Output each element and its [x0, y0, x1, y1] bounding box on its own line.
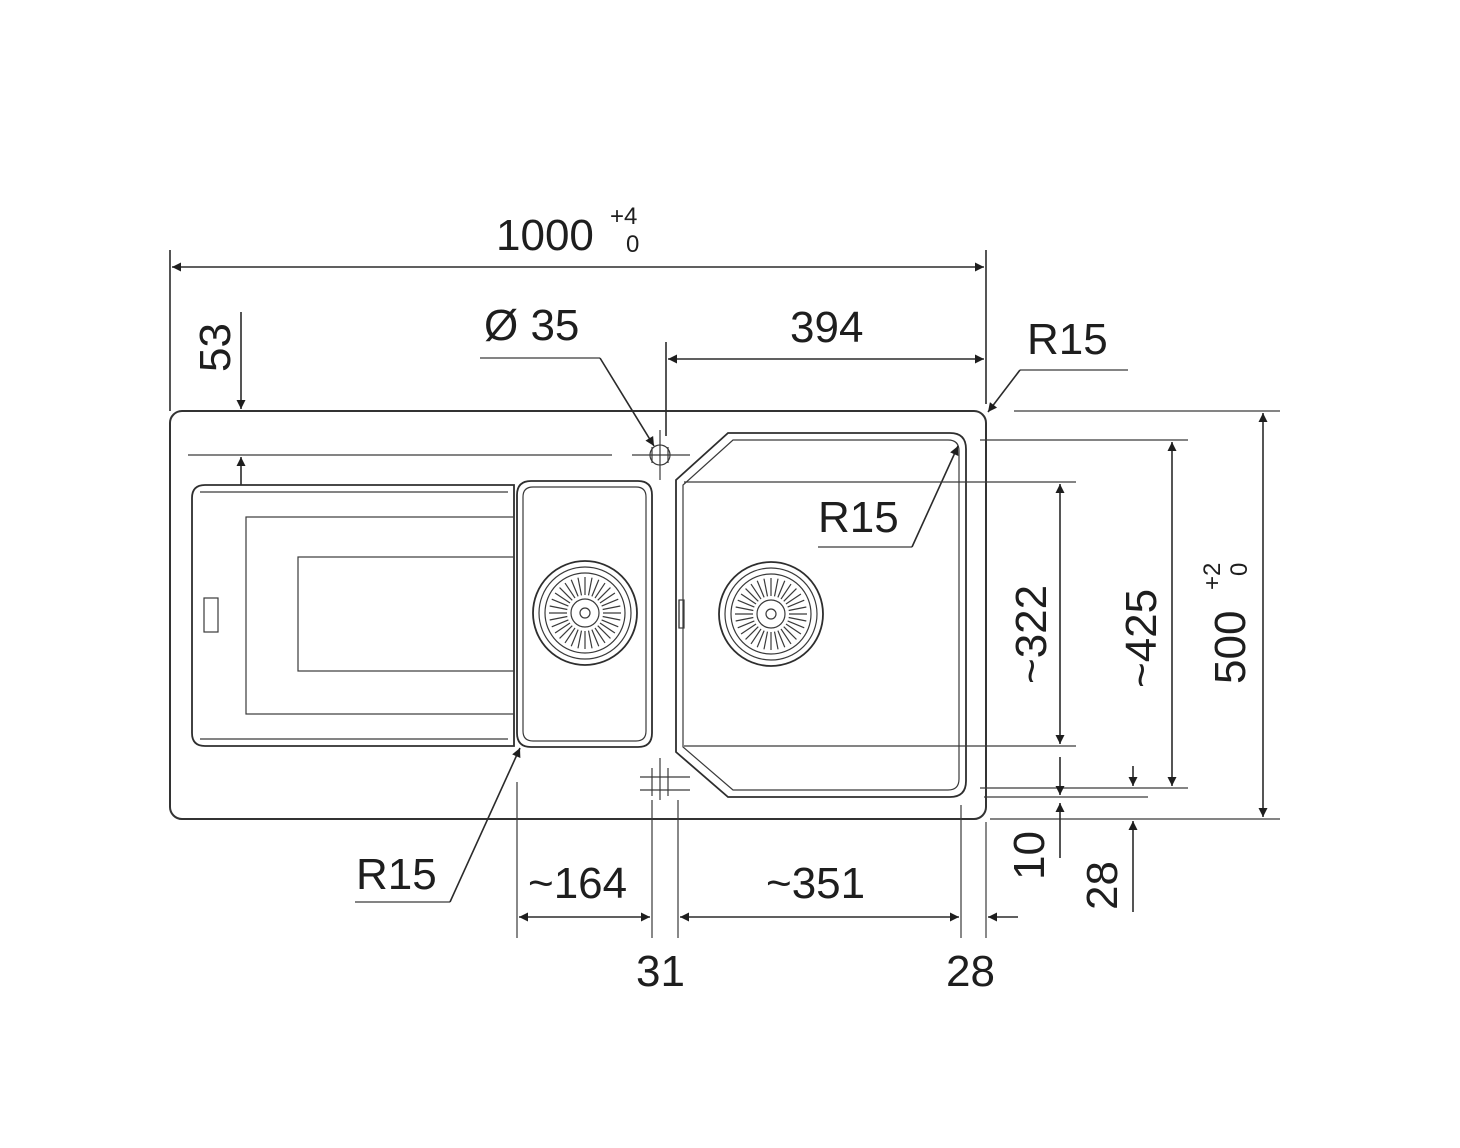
small-bowl-width-label: ~164: [528, 859, 627, 908]
sink-outline: [169, 410, 987, 820]
dimension-main-bowl-offset: 394: [665, 303, 984, 436]
overall-width-tolerance-lower: 0: [626, 231, 639, 258]
dimension-overall-width: 1000 +4 0: [169, 203, 987, 411]
dimension-tap-offset: 53: [188, 312, 612, 485]
dimension-corner-radius-outer: R15: [987, 315, 1128, 413]
overall-depth-tolerance-lower: 0: [1226, 563, 1253, 576]
main-bowl-depth-label: ~322: [1007, 585, 1056, 684]
tap-hole-crosshair-icon: [632, 430, 690, 480]
dimension-bottom-margin-10: 10: [984, 757, 1148, 880]
overall-depth-tolerance-upper: +2: [1199, 563, 1226, 590]
strainer-waste-icon: [532, 560, 638, 666]
dimension-overall-depth: 500 +2 0: [990, 410, 1280, 820]
strainer-waste-icon: [718, 561, 824, 667]
bottom-margin-28-label: 28: [1078, 861, 1127, 910]
overflow-slot: [203, 597, 219, 633]
main-bowl-width-label: ~351: [766, 859, 865, 908]
tap-offset-label: 53: [191, 323, 240, 372]
tap-diameter-label: Ø 35: [484, 301, 579, 350]
right-margin-label: 28: [946, 947, 995, 996]
small-bowl: [516, 480, 653, 748]
corner-radius-small-bowl-label: R15: [356, 850, 437, 899]
drainer-area: [191, 484, 515, 747]
corner-radius-outer-label: R15: [1027, 315, 1108, 364]
main-bowl-offset-label: 394: [790, 303, 863, 352]
bowl-gap-label: 31: [636, 947, 685, 996]
dimension-bottom-chain: ~164 ~351 31 28: [516, 782, 1018, 996]
bottom-margin-10-label: 10: [1005, 831, 1054, 880]
dimension-tap-diameter: Ø 35: [480, 301, 655, 447]
dimension-corner-radius-small-bowl: R15: [355, 747, 521, 903]
tap-hole-crosshair-icon: [640, 758, 690, 800]
main-bowl: [675, 432, 967, 798]
inner-depth-label: ~425: [1117, 589, 1166, 688]
dimension-inner-depth: ~425: [980, 439, 1188, 789]
overall-width-label: 1000: [496, 211, 594, 260]
dimension-main-bowl-depth: ~322: [684, 481, 1076, 747]
dimension-bottom-margin-28: 28: [1078, 766, 1138, 912]
dimension-corner-radius-main-bowl: R15: [818, 445, 959, 548]
overall-depth-label: 500: [1206, 611, 1255, 684]
corner-radius-main-bowl-label: R15: [818, 493, 899, 542]
overall-width-tolerance-upper: +4: [610, 203, 637, 230]
